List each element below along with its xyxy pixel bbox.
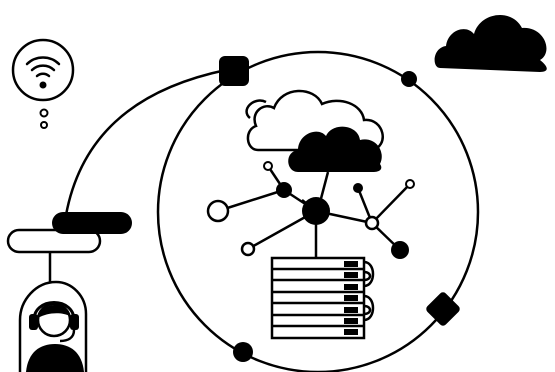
orbit-dot-node bbox=[401, 71, 417, 87]
network-node bbox=[263, 161, 273, 171]
network-node bbox=[276, 182, 292, 198]
network-node bbox=[206, 199, 230, 223]
network-hub-node bbox=[302, 197, 330, 225]
orbit-square-node bbox=[219, 56, 249, 86]
server-rack-icon bbox=[270, 256, 375, 340]
orbit-dot-node bbox=[233, 342, 253, 362]
network-node bbox=[364, 215, 380, 231]
headset-icon bbox=[29, 301, 79, 343]
connector-arc bbox=[64, 68, 227, 216]
trail-dot bbox=[39, 108, 49, 118]
trail-dot bbox=[40, 121, 48, 129]
support-agent-icon bbox=[18, 280, 88, 372]
wifi-icon bbox=[11, 38, 75, 102]
pill-bar bbox=[6, 212, 132, 254]
network-node bbox=[391, 241, 409, 259]
cloud-icon bbox=[288, 126, 382, 172]
cloud-icon bbox=[434, 15, 547, 72]
orbit-diamond-node bbox=[426, 292, 460, 326]
network-node bbox=[405, 179, 415, 189]
network-node bbox=[353, 183, 363, 193]
orbit-ring bbox=[156, 50, 480, 372]
network-node bbox=[240, 241, 256, 257]
